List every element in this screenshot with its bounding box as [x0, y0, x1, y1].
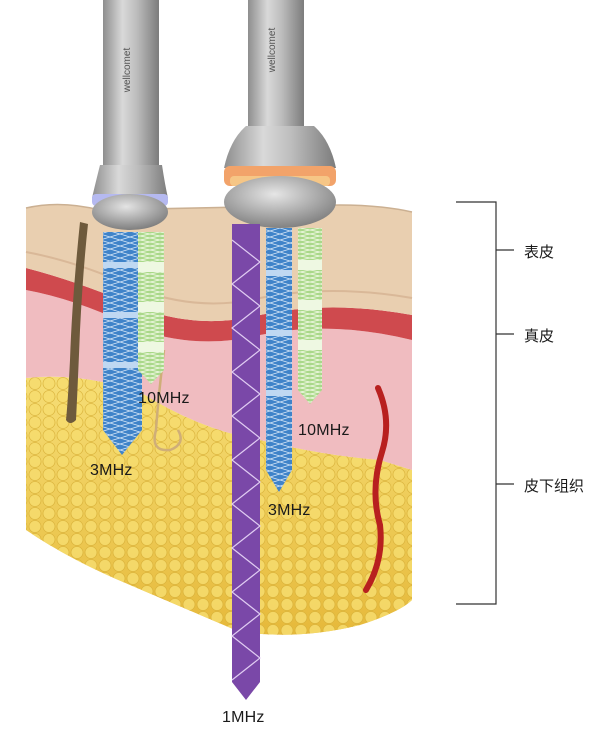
- beam-3mhz-right: [266, 228, 292, 492]
- label-3mhz-right: 3MHz: [268, 502, 311, 519]
- right-probe: wellcomet: [224, 0, 336, 228]
- skin-block: [25, 203, 413, 635]
- beam-10mhz-right: [298, 228, 322, 404]
- label-dermis: 真皮: [524, 328, 555, 345]
- hair-follicle: [66, 222, 88, 423]
- label-epidermis: 表皮: [524, 244, 555, 261]
- label-subcutaneous: 皮下组织: [524, 478, 585, 495]
- label-1mhz: 1MHz: [222, 709, 265, 726]
- beam-10mhz-left: [138, 232, 164, 384]
- brand-left-logo: wellcomet: [122, 48, 133, 94]
- curly-hair: [153, 349, 182, 452]
- label-3mhz-left: 3MHz: [90, 462, 133, 479]
- beam-1mhz: [231, 224, 261, 700]
- label-10mhz-right: 10MHz: [298, 422, 350, 439]
- beam-3mhz-left: [103, 232, 142, 455]
- layer-bracket: [456, 201, 514, 605]
- label-10mhz-left: 10MHz: [138, 390, 190, 407]
- vein: [363, 385, 390, 593]
- brand-right-logo: wellcomet: [267, 28, 278, 74]
- left-probe: wellcomet: [92, 0, 168, 230]
